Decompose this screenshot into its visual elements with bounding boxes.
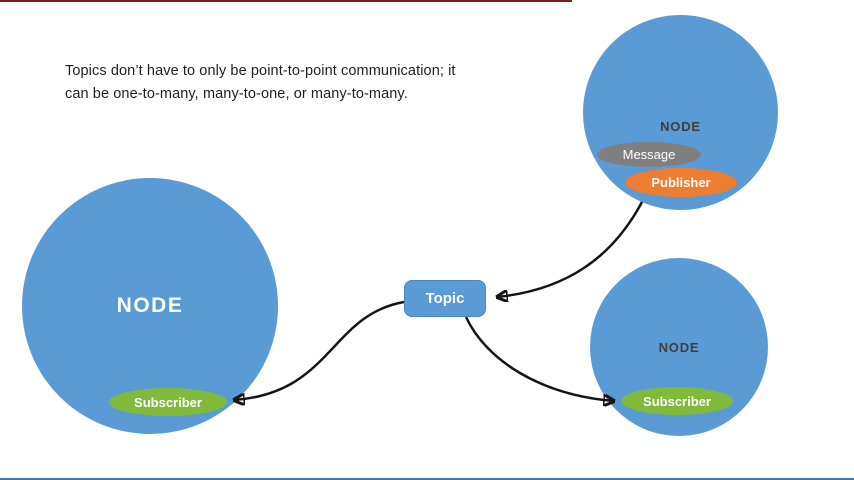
node-top-right-label: NODE	[660, 119, 701, 134]
message-pill: Message	[597, 142, 701, 167]
subscriber-left-pill: Subscriber	[109, 388, 227, 416]
bottom-accent-bar	[0, 478, 854, 480]
top-accent-bar	[0, 0, 572, 2]
topic-box: Topic	[404, 280, 486, 317]
caption: Topics don’t have to only be point-to-po…	[65, 60, 515, 107]
caption-line-2: can be one-to-many, many-to-one, or many…	[65, 86, 408, 103]
publisher-pill: Publisher	[625, 168, 737, 197]
caption-line-1: Topics don’t have to only be point-to-po…	[65, 63, 456, 79]
node-left-label: NODE	[116, 294, 184, 317]
subscriber-bottom-right-pill: Subscriber	[621, 387, 733, 415]
node-bottom-right-label: NODE	[658, 340, 700, 355]
